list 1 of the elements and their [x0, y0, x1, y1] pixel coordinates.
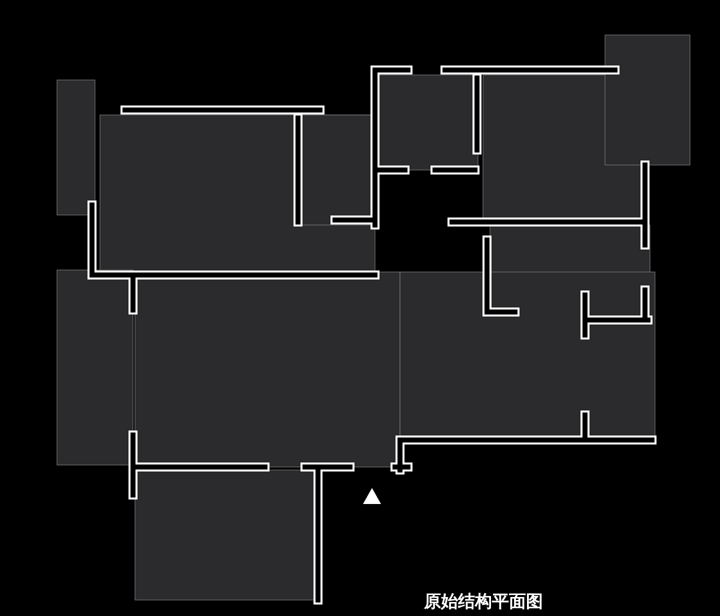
plan-caption: 原始结构平面图	[424, 591, 543, 613]
